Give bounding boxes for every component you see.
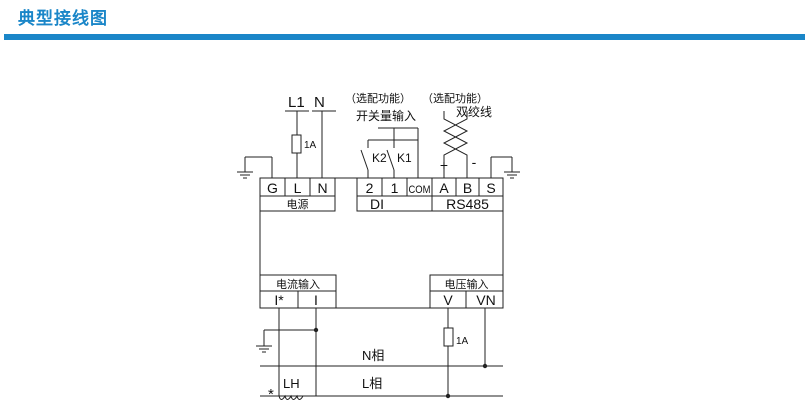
fuse-bottom [443, 327, 454, 347]
ct-label: LH [283, 376, 300, 391]
terminal-g: G [267, 180, 278, 196]
di-option-label: （选配功能） [345, 91, 411, 105]
minus-label: - [472, 154, 477, 170]
fuse-top-label: 1A [304, 140, 317, 151]
ct-coil [278, 394, 304, 400]
di-title-label: 开关量输入 [356, 108, 416, 123]
power-group-label: 电源 [287, 197, 309, 211]
k2-label: K2 [372, 151, 387, 165]
rs485-group-label: RS485 [446, 196, 489, 212]
n-supply-label: N [314, 94, 325, 111]
terminal-a: A [439, 180, 449, 196]
l1-label: L1 [288, 94, 305, 111]
current-group-label: 电流输入 [276, 277, 320, 291]
terminal-l: L [294, 180, 302, 196]
plus-label: + [440, 157, 448, 173]
terminal-i-star: I* [274, 292, 284, 308]
rs485-option-label: （选配功能） [422, 91, 488, 105]
terminal-b: B [463, 180, 472, 196]
n-phase-label: N相 [362, 348, 384, 363]
terminal-s: S [486, 180, 495, 196]
fuse-bottom-label: 1A [456, 336, 469, 347]
terminal-i: I [314, 292, 318, 308]
l-phase-label: L相 [362, 376, 382, 391]
fuse-top [291, 134, 302, 154]
terminal-di-1: 1 [391, 180, 399, 196]
terminal-di-2: 2 [366, 180, 374, 196]
terminal-vn: VN [476, 292, 495, 308]
voltage-group-label: 电压输入 [445, 277, 489, 291]
k1-label: K1 [397, 151, 412, 165]
title-rule [4, 34, 805, 40]
terminal-com: COM [409, 184, 431, 196]
terminal-v: V [443, 292, 453, 308]
page-title: 典型接线图 [18, 9, 108, 29]
di-group-label: DI [370, 196, 384, 212]
terminal-n: N [317, 180, 327, 196]
twisted-pair-label: 双绞线 [456, 104, 492, 119]
ct-polarity-mark: * [268, 386, 274, 403]
